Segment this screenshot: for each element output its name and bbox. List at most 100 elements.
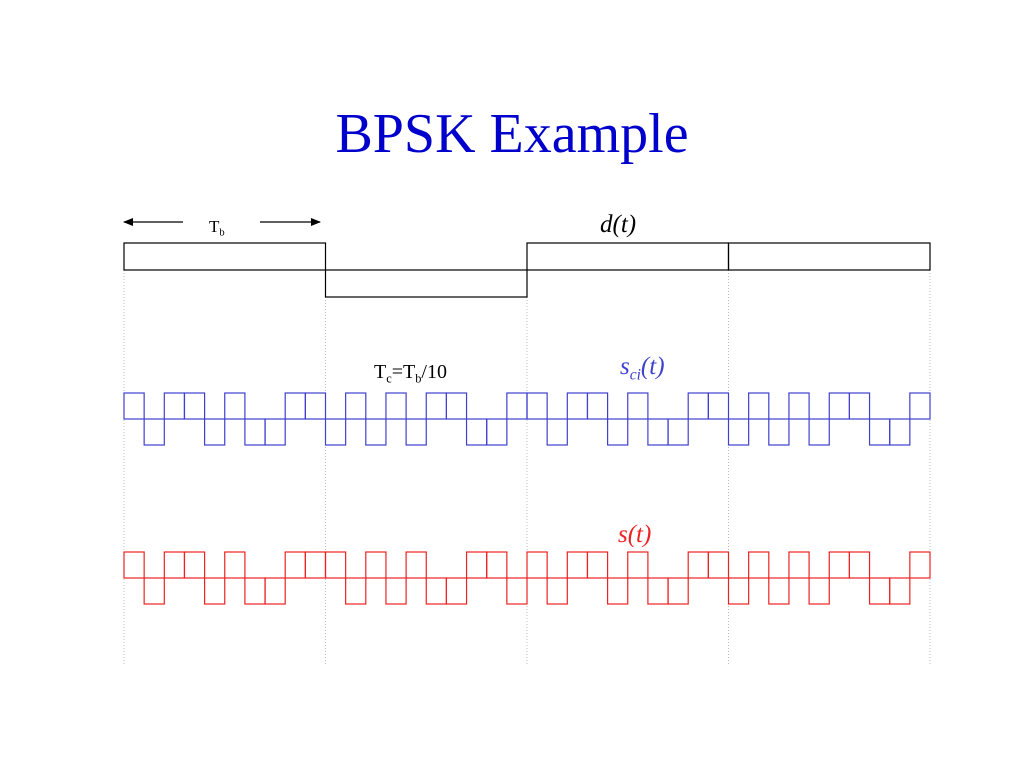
- chip-sequence-subscript: ci: [629, 366, 641, 384]
- modulated-signal-chip: [848, 551, 871, 579]
- chip-sequence-chip: [204, 418, 226, 446]
- chip-sequence-chip: [586, 392, 609, 420]
- modulated-signal-chip: [506, 577, 528, 605]
- chip-sequence-chip: [727, 418, 750, 446]
- chip-sequence-chip: [647, 418, 669, 446]
- chip-sequence-chip: [667, 418, 689, 446]
- modulated-signal-chip: [304, 551, 327, 579]
- bit-period-subscript: b: [219, 227, 225, 239]
- modulated-signal-chip: [486, 551, 508, 579]
- modulated-signal-chip: [365, 551, 387, 579]
- modulated-signal-chip: [244, 577, 266, 605]
- formula-b-subscript: b: [415, 371, 422, 386]
- modulated-signal-chip: [768, 577, 790, 605]
- chip-sequence-chip: [123, 392, 145, 420]
- modulated-signal-chip: [687, 551, 709, 579]
- slide-title: BPSK Example: [335, 103, 689, 165]
- chip-sequence-chip: [606, 418, 629, 446]
- chip-sequence-chip: [909, 392, 931, 420]
- chip-sequence-chip: [486, 418, 508, 446]
- modulated-signal-chip: [264, 577, 286, 605]
- chip-sequence-chip: [304, 392, 327, 420]
- modulated-signal-chip: [868, 577, 891, 605]
- chip-sequence-chip: [224, 392, 246, 420]
- modulated-signal-chip: [163, 551, 186, 579]
- chip-sequence-chip: [425, 392, 447, 420]
- chip-sequence-chip: [546, 418, 568, 446]
- modulated-signal-chip: [727, 577, 750, 605]
- modulated-signal-chip: [889, 577, 911, 605]
- chip-sequence-chip: [365, 418, 387, 446]
- modulated-signal-chip: [647, 577, 669, 605]
- modulated-signal-chip: [284, 551, 306, 579]
- modulated-signal-chip: [748, 551, 770, 579]
- chip-sequence-chip: [465, 418, 488, 446]
- data-signal-label: d(t): [600, 211, 637, 238]
- modulated-signal-chip: [143, 577, 165, 605]
- chip-period-subscript: c: [386, 371, 392, 386]
- chip-sequence-chip: [808, 418, 830, 446]
- formula-equals-t: =T: [391, 361, 416, 383]
- modulated-signal-chip: [123, 551, 145, 579]
- modulated-signal-chip: [526, 551, 548, 579]
- chip-sequence-chip: [143, 418, 165, 446]
- chip-sequence-label: sci(t): [620, 353, 665, 383]
- chip-period-formula: Tc=Tb/10: [374, 361, 447, 386]
- bit-period-label: Tb: [209, 217, 225, 238]
- data-bit-box: [727, 242, 931, 271]
- chip-sequence-chip: [264, 418, 286, 446]
- modulated-signal-chip: [606, 577, 629, 605]
- data-bit-box: [526, 242, 730, 271]
- chip-sequence-chip: [405, 418, 427, 446]
- chip-sequence-argument: (t): [640, 353, 665, 380]
- formula-divisor: /10: [421, 361, 447, 383]
- chip-sequence-chip: [687, 392, 709, 420]
- bit-period-symbol: T: [209, 217, 220, 236]
- chip-sequence-chip: [284, 392, 306, 420]
- chip-period-symbol: T: [374, 361, 387, 383]
- chip-sequence-chip: [627, 392, 649, 420]
- chip-sequence-chip: [526, 392, 548, 420]
- chip-sequence-chip: [788, 392, 810, 420]
- modulated-signal-chip: [224, 551, 246, 579]
- chip-sequence-chip: [324, 418, 347, 446]
- chip-sequence-chip: [768, 418, 790, 446]
- data-bit-box: [324, 269, 528, 298]
- modulated-signal-chip: [707, 551, 730, 579]
- modulated-signal-chip: [828, 551, 850, 579]
- chip-sequence-chip: [183, 392, 206, 420]
- modulated-signal-chip: [405, 551, 427, 579]
- modulated-signal-chip: [546, 577, 568, 605]
- chip-sequence-chip: [748, 392, 770, 420]
- chip-sequence-chip: [385, 392, 407, 420]
- chip-sequence-chip: [345, 392, 367, 420]
- modulated-signal-chip: [204, 577, 226, 605]
- chip-sequence-chip: [868, 418, 891, 446]
- chip-sequence-symbol: s: [620, 353, 630, 380]
- modulated-signal-chip: [808, 577, 830, 605]
- modulated-signal-chip: [425, 577, 447, 605]
- modulated-signal-chip: [345, 577, 367, 605]
- modulated-signal-chip: [566, 551, 589, 579]
- modulated-signal-chip: [788, 551, 810, 579]
- modulated-signal-chip: [385, 577, 407, 605]
- chip-sequence-chip: [244, 418, 266, 446]
- chip-sequence-chip: [848, 392, 871, 420]
- modulated-signal-chip: [324, 551, 347, 579]
- modulated-signal-chip: [586, 551, 609, 579]
- modulated-signal-chip: [909, 551, 931, 579]
- modulated-signal-label: s(t): [618, 521, 652, 548]
- chip-sequence-chip: [506, 392, 528, 420]
- modulated-signal-chip: [445, 577, 468, 605]
- chip-sequence-chip: [707, 392, 730, 420]
- modulated-signal-chip: [465, 551, 488, 579]
- chip-sequence-chip: [445, 392, 468, 420]
- chip-sequence-chip: [889, 418, 911, 446]
- modulated-signal-chip: [667, 577, 689, 605]
- modulated-signal-chip: [183, 551, 206, 579]
- chip-sequence-chip: [566, 392, 589, 420]
- data-bit-box: [123, 242, 327, 271]
- chip-sequence-chip: [163, 392, 186, 420]
- modulated-signal-chip: [627, 551, 649, 579]
